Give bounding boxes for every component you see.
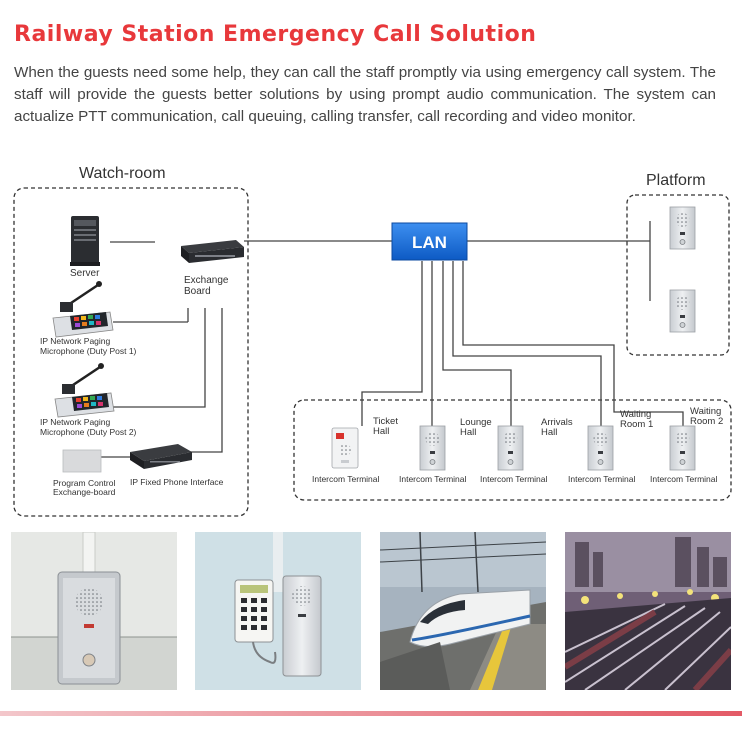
server-icon	[70, 216, 100, 266]
terminal-caption-2: Intercom Terminal	[399, 474, 467, 484]
arrivals-hall-label-2: Hall	[541, 427, 557, 438]
photo-keypad-intercom	[195, 532, 361, 690]
terminal-caption-4: Intercom Terminal	[568, 474, 636, 484]
ip-phone-interface-icon	[130, 444, 192, 469]
page-title: Railway Station Emergency Call Solution	[14, 22, 537, 47]
mic1-label-1: IP Network Paging	[40, 336, 111, 346]
ticket-hall-terminal-icon	[331, 427, 359, 469]
waiting-room-2-label-1: Waiting	[690, 406, 721, 417]
server-label: Server	[70, 268, 100, 279]
terminal-caption-5: Intercom Terminal	[650, 474, 718, 484]
arrivals-hall-label-1: Arrivals	[541, 417, 573, 428]
halls-box	[293, 399, 732, 501]
paging-microphone-2-icon	[54, 363, 115, 418]
waiting-room-2-label-2: Room 2	[690, 416, 723, 427]
lan-label: LAN	[412, 233, 447, 252]
photo-station-night	[565, 532, 731, 690]
mic2-label-2: Microphone (Duty Post 2)	[40, 427, 137, 437]
paging-microphone-1-icon	[52, 281, 114, 338]
ticket-hall-label-2: Hall	[373, 426, 389, 437]
lounge-hall-terminal-icon-left	[419, 425, 446, 471]
platform-terminal-1-icon	[669, 206, 696, 250]
mic1-label-2: Microphone (Duty Post 1)	[40, 346, 137, 356]
arrivals-hall-terminal-icon	[587, 425, 614, 471]
mic2-label-1: IP Network Paging	[40, 417, 111, 427]
pc-exchange-label-2: Exchange-board	[53, 487, 116, 497]
platform-box	[626, 194, 730, 356]
program-control-exchange-icon	[62, 449, 102, 473]
photo-wall-intercom	[11, 532, 177, 690]
platform-terminal-2-icon	[669, 289, 696, 333]
waiting-room-1-label-2: Room 1	[620, 419, 653, 430]
platform-label: Platform	[646, 172, 706, 189]
lounge-hall-label-1: Lounge	[460, 417, 492, 428]
network-lines	[101, 221, 684, 458]
lounge-hall-terminal-icon	[497, 425, 524, 471]
system-diagram: Watch-room Platform LAN Server	[13, 165, 732, 517]
ticket-hall-label-1: Ticket	[373, 416, 398, 427]
pc-exchange-label-1: Program Control	[53, 478, 115, 488]
exchange-board-icon	[181, 240, 244, 263]
terminal-caption-3: Intercom Terminal	[480, 474, 548, 484]
waiting-room-terminal-icon	[669, 425, 696, 471]
lan-switch: LAN	[391, 222, 468, 261]
photo-high-speed-train	[380, 532, 546, 690]
terminal-caption-1: Intercom Terminal	[312, 474, 380, 484]
exchange-label-2: Board	[184, 286, 211, 297]
phone-interface-label: IP Fixed Phone Interface	[130, 477, 224, 487]
description-text: When the guests need some help, they can…	[14, 64, 716, 125]
lounge-hall-label-2: Hall	[460, 427, 476, 438]
watch-room-label: Watch-room	[79, 165, 166, 182]
footer-gradient-bar	[0, 711, 742, 716]
watch-room-box	[13, 187, 249, 517]
exchange-label-1: Exchange	[184, 275, 229, 286]
waiting-room-1-label-1: Waiting	[620, 409, 651, 420]
